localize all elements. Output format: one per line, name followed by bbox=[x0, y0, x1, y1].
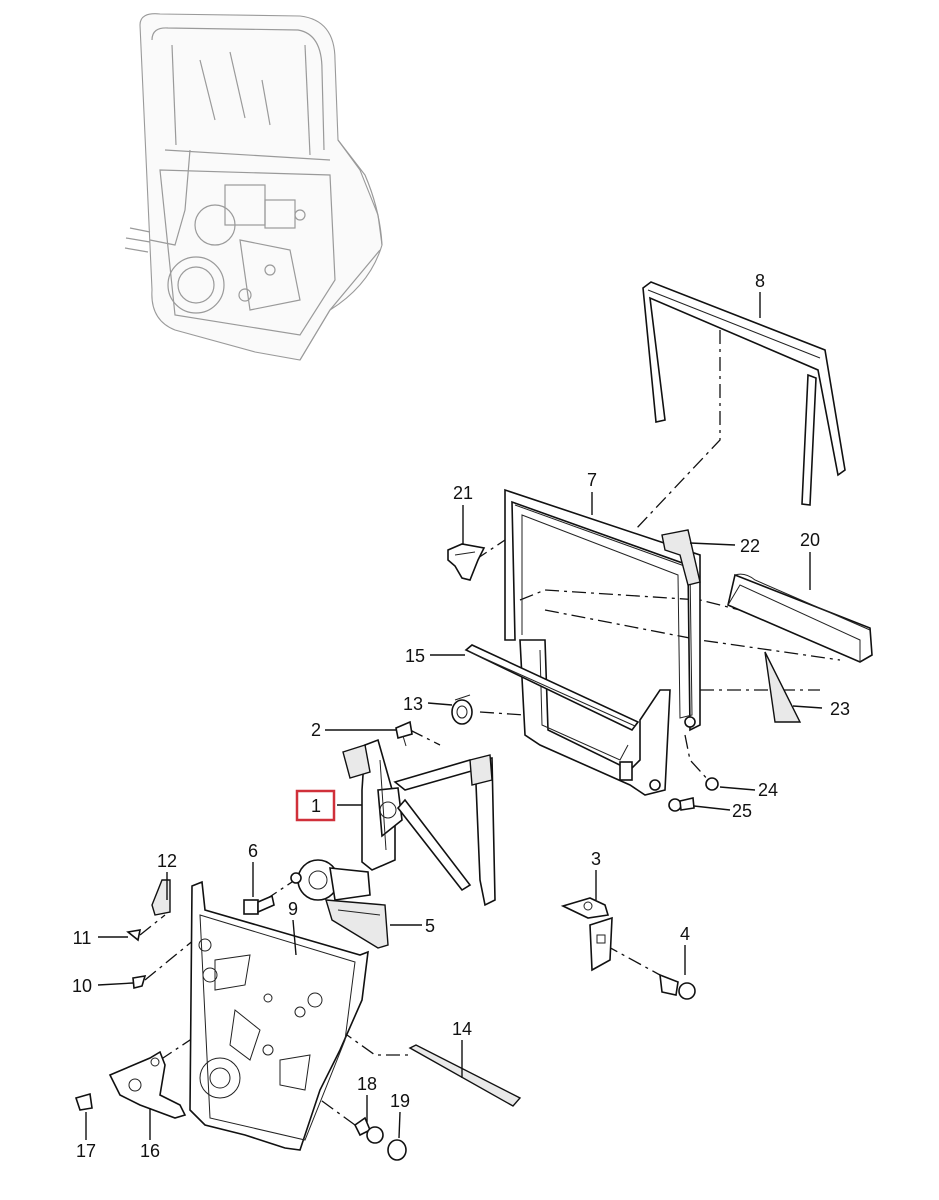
part-22-trim bbox=[661, 529, 701, 586]
callout-1-highlight-box bbox=[295, 789, 336, 822]
part-3-plate bbox=[560, 897, 613, 972]
part-5-motor bbox=[290, 859, 389, 949]
part-19-ring bbox=[387, 1139, 407, 1161]
callout-6: 6 bbox=[248, 841, 258, 861]
callout-25: 25 bbox=[732, 801, 752, 821]
callout-2: 2 bbox=[311, 720, 321, 740]
part-15-belt-strip bbox=[464, 644, 640, 732]
part-2-screw bbox=[395, 720, 413, 747]
callout-1: 1 bbox=[311, 796, 321, 816]
part-13-grommet bbox=[451, 694, 473, 725]
callout-11: 11 bbox=[73, 928, 92, 948]
callout-19: 19 bbox=[390, 1091, 410, 1111]
callout-20: 20 bbox=[800, 530, 820, 550]
callout-21: 21 bbox=[453, 483, 473, 503]
part-24-clip bbox=[705, 777, 719, 791]
part-14-strip bbox=[408, 1044, 522, 1107]
part-10-screw bbox=[132, 974, 147, 990]
door-overview-illustration bbox=[124, 13, 383, 361]
part-20-pad bbox=[727, 573, 873, 663]
callout-17: 17 bbox=[76, 1141, 96, 1161]
callout-22: 22 bbox=[740, 536, 760, 556]
part-25-screw bbox=[668, 797, 695, 812]
callout-5: 5 bbox=[425, 916, 435, 936]
callout-7: 7 bbox=[587, 470, 597, 490]
part-23-triangle-seal bbox=[764, 651, 802, 723]
callout-12: 12 bbox=[157, 851, 177, 871]
part-6-bolt bbox=[243, 894, 275, 915]
callout-15: 15 bbox=[405, 646, 425, 666]
callout-9: 9 bbox=[288, 899, 298, 919]
callout-18: 18 bbox=[357, 1074, 377, 1094]
callout-10: 10 bbox=[72, 976, 92, 996]
part-4-bolt bbox=[659, 973, 696, 1000]
callout-4: 4 bbox=[680, 924, 690, 944]
part-12-clip bbox=[151, 879, 171, 916]
part-18-bolt bbox=[353, 1116, 384, 1144]
part-21-clip bbox=[447, 543, 486, 581]
part-1-window-regulator bbox=[342, 738, 496, 907]
part-8-window-channel bbox=[642, 281, 846, 506]
callout-23: 23 bbox=[830, 699, 850, 719]
callout-8: 8 bbox=[755, 271, 765, 291]
part-16-bracket bbox=[108, 1050, 187, 1119]
callout-14: 14 bbox=[452, 1019, 472, 1039]
part-17-bolt bbox=[74, 1092, 93, 1111]
part-11-screw bbox=[126, 929, 142, 942]
callout-16: 16 bbox=[140, 1141, 160, 1161]
leader-lines bbox=[85, 292, 823, 1140]
part-9-inner-panel bbox=[189, 880, 369, 1151]
callout-3: 3 bbox=[591, 849, 601, 869]
callout-labels: 1 2 3 4 5 6 7 8 9 10 11 12 13 14 15 16 1… bbox=[72, 271, 850, 1161]
callout-13: 13 bbox=[403, 694, 423, 714]
callout-24: 24 bbox=[758, 780, 778, 800]
